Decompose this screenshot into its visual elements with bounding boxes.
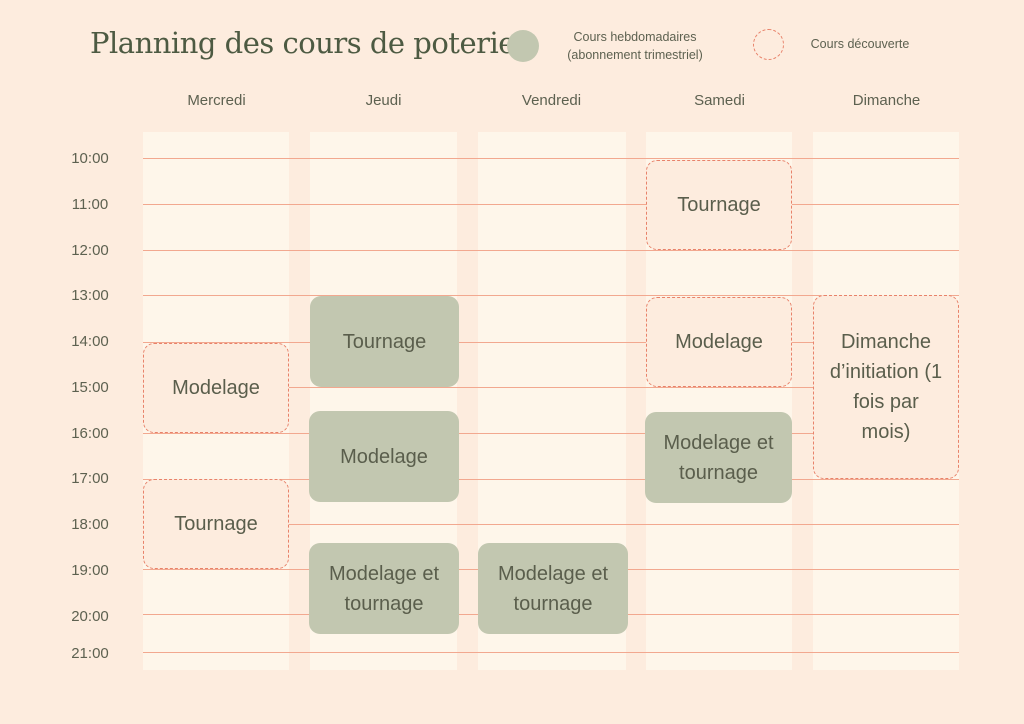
event-label: Modelage et tournage [663,431,774,484]
legend-weekly-swatch [507,30,539,62]
event-jeudi-modelage-tournage[interactable]: Modelage et tournage [309,543,459,634]
hour-line [143,342,959,343]
event-dimanche-initiation[interactable]: Dimanche d’initiation (1 fois par mois) [813,295,959,479]
legend-discovery-label: Cours découverte [810,37,910,51]
hour-line [143,524,959,525]
hour-label: 11:00 [71,196,109,213]
hour-line [143,250,959,251]
hour-label: 13:00 [71,287,109,304]
hour-label: 14:00 [71,333,109,350]
hour-label: 10:00 [71,150,109,167]
hour-line [143,652,959,653]
hour-label: 18:00 [71,516,109,533]
event-vendredi-modelage-tournage[interactable]: Modelage et tournage [478,543,628,634]
hour-line [143,204,959,205]
event-label: Tournage [677,194,761,216]
day-header-jeudi: Jeudi [365,92,402,109]
hour-label: 20:00 [71,608,109,625]
event-samedi-tournage[interactable]: Tournage [646,160,792,250]
day-header-dimanche: Dimanche [852,92,921,109]
event-label: Modelage [172,377,260,399]
event-jeudi-tournage[interactable]: Tournage [310,296,459,387]
legend-weekly-line1: Cours hebdomadaires [573,30,697,44]
page-title: Planning des cours de poterie [90,26,515,60]
hour-line [143,295,959,296]
event-label: Modelage et tournage [497,562,609,615]
event-samedi-modelage-tournage[interactable]: Modelage et tournage [645,412,792,503]
hour-label: 15:00 [71,379,109,396]
hour-line [143,387,959,388]
event-label: Modelage et tournage [328,562,440,615]
day-header-vendredi: Vendredi [521,92,582,109]
event-mercredi-tournage[interactable]: Tournage [143,479,289,569]
event-label: Tournage [174,513,258,535]
event-label: Tournage [342,330,427,353]
event-mercredi-modelage[interactable]: Modelage [143,343,289,433]
legend-weekly-label: Cours hebdomadaires (abonnement trimestr… [545,28,725,64]
hour-line [143,158,959,159]
hour-label: 21:00 [71,645,109,662]
hour-label: 17:00 [71,470,109,487]
event-label: Modelage [340,445,428,468]
legend-weekly-line2: (abonnement trimestriel) [567,48,703,62]
event-jeudi-modelage[interactable]: Modelage [309,411,459,502]
hour-line [143,479,959,480]
event-samedi-modelage[interactable]: Modelage [646,297,792,387]
hour-label: 19:00 [71,562,109,579]
hour-label: 12:00 [71,242,109,259]
hour-label: 16:00 [71,425,109,442]
event-label: Dimanche d’initiation (1 fois par mois) [829,331,943,443]
legend-discovery-swatch [753,29,784,60]
event-label: Modelage [675,331,763,353]
day-header-samedi: Samedi [694,92,745,109]
day-header-mercredi: Mercredi [187,92,246,109]
hour-line [143,433,959,434]
